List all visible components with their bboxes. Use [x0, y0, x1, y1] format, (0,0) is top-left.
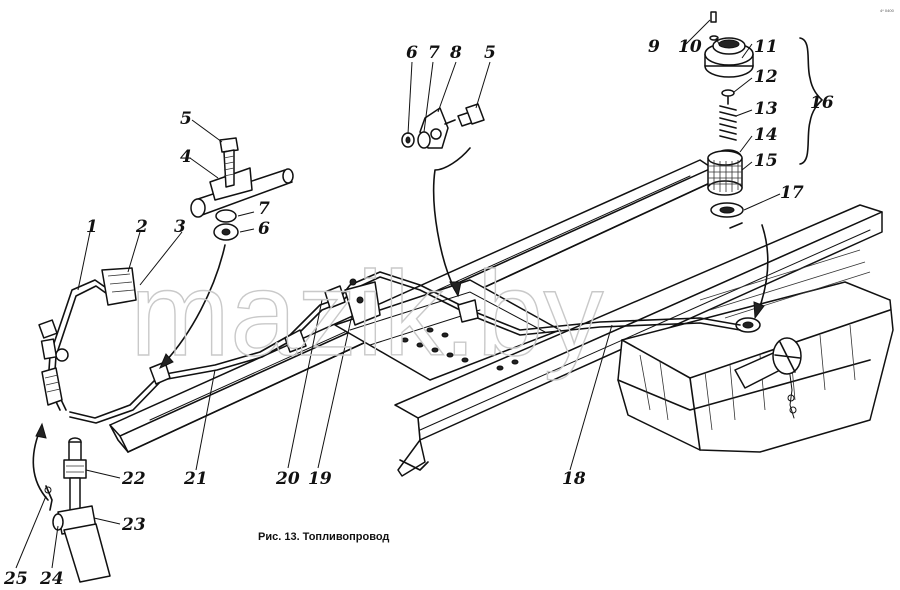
pin [729, 222, 743, 229]
callout-16: 16 [810, 93, 834, 113]
assembly-arrows [32, 147, 769, 501]
filler-neck [734, 337, 802, 389]
hose [63, 523, 111, 583]
callout-18: 18 [562, 469, 586, 489]
callout-5-bracket: 5 [180, 109, 192, 129]
callout-15: 15 [754, 151, 778, 171]
hose-fitting-inset [44, 437, 111, 583]
callout-labels: 1 2 3 4 5 6 7 6 7 8 5 9 10 11 12 13 14 1… [3, 37, 834, 589]
callout-14: 14 [754, 125, 778, 145]
callout-10: 10 [678, 37, 702, 57]
filler-cap-chain [787, 374, 797, 419]
callout-25: 25 [3, 569, 28, 589]
callout-11: 11 [754, 37, 778, 57]
tee-fitting-2 [101, 267, 137, 306]
pump-feed-pipe [38, 267, 137, 411]
watermark-text: mazik.by [130, 247, 603, 381]
callout-13: 13 [754, 99, 778, 119]
figure-caption: Рис. 13. Топливопровод [258, 531, 389, 543]
inlet-fitting [41, 367, 63, 406]
lock-washer [215, 209, 237, 223]
filler-cap-inset [704, 11, 823, 229]
callout-20: 20 [275, 469, 300, 489]
union-nut [63, 459, 87, 479]
callout-4: 4 [180, 147, 192, 167]
frame-rear-member [394, 204, 883, 477]
callout-6-clip: 6 [406, 43, 418, 63]
callout-23: 23 [121, 515, 146, 535]
cotter-pin [45, 485, 53, 511]
screw [710, 11, 717, 23]
callout-9: 9 [648, 37, 660, 57]
callout-12: 12 [754, 67, 778, 87]
corner-mark: 4* 0400 [880, 8, 895, 13]
callout-17: 17 [780, 183, 804, 203]
clip-ring [55, 348, 69, 362]
leader-lines [15, 19, 781, 569]
callout-5-clip: 5 [484, 43, 496, 63]
valve-disc [721, 89, 735, 97]
clip-assembly-inset [401, 103, 485, 149]
pipe-clamps [149, 278, 479, 385]
callout-2: 2 [135, 217, 148, 237]
callout-19: 19 [308, 469, 332, 489]
callout-1: 1 [86, 217, 98, 237]
bolt-head [219, 137, 239, 153]
bolt-head-2 [465, 103, 485, 125]
bracket-assembly-inset [190, 137, 294, 241]
filter-screen [707, 150, 743, 196]
callout-21: 21 [183, 469, 208, 489]
fuel-tank [617, 249, 894, 453]
callout-7-bracket: 7 [258, 199, 270, 219]
callout-3: 3 [174, 217, 186, 237]
callout-8: 8 [449, 43, 462, 63]
tank-outlet [735, 317, 761, 333]
callout-24: 24 [39, 569, 64, 589]
frame-cross-member [334, 279, 561, 381]
cap-body [704, 37, 754, 78]
assembly-brace [799, 37, 823, 165]
cross-member-holes [401, 327, 519, 371]
callout-22: 22 [121, 469, 146, 489]
valve-spring [719, 105, 737, 141]
callout-6-bracket: 6 [258, 219, 270, 239]
callout-7-clip: 7 [428, 43, 440, 63]
